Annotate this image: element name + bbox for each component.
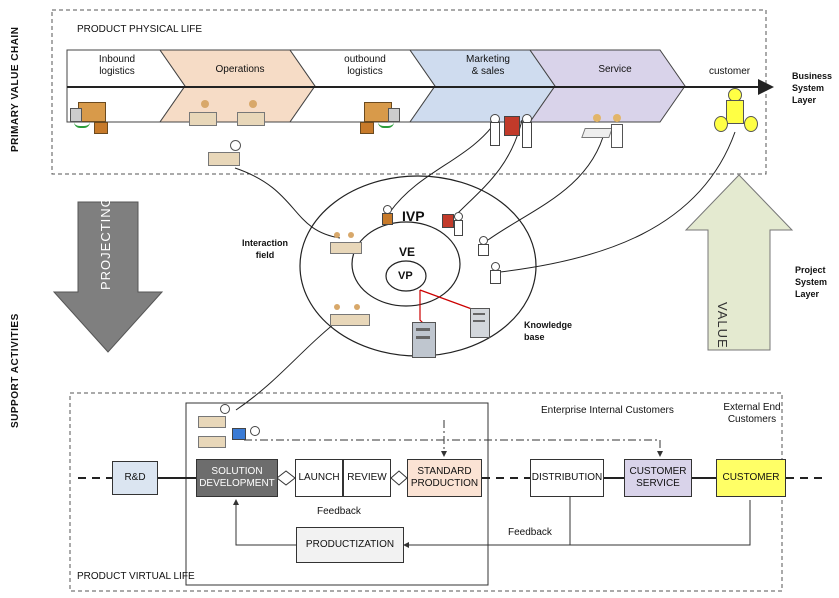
business-layer-label: Business System Layer	[792, 71, 833, 105]
solution-development-box: SOLUTION DEVELOPMENT	[196, 459, 278, 497]
feedback-line-1	[233, 499, 296, 546]
link-service	[487, 129, 606, 241]
stage-outbound-label: outbound logistics	[344, 54, 386, 77]
customer-money-icon	[712, 88, 760, 136]
ivp-label: IVP	[402, 208, 425, 224]
customer-box: CUSTOMER	[716, 459, 786, 497]
sales-people-icon	[488, 112, 538, 152]
stage-operations-label: Operations	[215, 64, 265, 75]
projecting-text: PROJECTING	[98, 196, 113, 290]
link-operations	[234, 167, 341, 239]
presenter-icon	[442, 210, 466, 236]
meeting-icon-2	[326, 300, 376, 334]
standard-production-box: STANDARD PRODUCTION	[407, 459, 482, 497]
stage-service-label: Service	[598, 64, 632, 75]
diamond-1	[276, 470, 296, 486]
service-workers-icon	[581, 112, 633, 148]
stage-marketing-label: Marketing & sales	[466, 54, 510, 77]
virtual-life-title: PRODUCT VIRTUAL LIFE	[77, 571, 195, 582]
virtual-team-icon	[196, 404, 266, 450]
interaction-field-label: Interaction field	[241, 238, 288, 260]
operations-workers-icon	[185, 98, 275, 138]
link-virtual	[235, 314, 346, 411]
value-text: VALUE	[715, 302, 730, 349]
truck-inbound-icon	[70, 102, 110, 134]
launch-box: LAUNCH	[295, 459, 343, 497]
worker-desk-icon	[208, 140, 248, 168]
service-person-small-icon	[476, 236, 490, 256]
customer-service-box: CUSTOMER SERVICE	[624, 459, 692, 497]
feedback-line-2	[403, 500, 751, 548]
ve-label: VE	[399, 245, 416, 259]
sales-person-small-icon	[380, 205, 394, 225]
feedback-label-2: Feedback	[508, 527, 552, 538]
customer-label: customer	[709, 66, 751, 77]
value-arrow	[684, 174, 794, 351]
stage-inbound-label: Inbound logistics	[98, 54, 136, 77]
physical-life-frame	[51, 9, 767, 175]
rd-box: R&D	[112, 461, 158, 495]
review-box: REVIEW	[343, 459, 391, 497]
database-icon	[470, 308, 492, 338]
projecting-arrow	[52, 201, 164, 353]
external-customers-label: External End Customers	[723, 402, 781, 425]
knowledge-base-label: Knowledge base	[524, 320, 573, 342]
vp-circle	[385, 260, 427, 292]
project-layer-label: Project System Layer	[795, 265, 828, 299]
link-customer	[499, 131, 736, 273]
enterprise-frame	[185, 402, 489, 586]
meeting-icon	[326, 228, 370, 262]
distribution-box: DISTRIBUTION	[530, 459, 604, 497]
enterprise-customers-label: Enterprise Internal Customers	[541, 405, 674, 416]
productization-box: PRODUCTIZATION	[296, 527, 404, 563]
link-marketing-1	[389, 119, 498, 213]
dashdot-line	[244, 439, 663, 457]
feedback-label-1: Feedback	[317, 506, 361, 517]
vp-label: VP	[398, 270, 413, 282]
truck-outbound-icon	[360, 102, 404, 134]
physical-life-title: PRODUCT PHYSICAL LIFE	[77, 24, 203, 35]
diamond-2	[390, 470, 408, 486]
customer-small-icon	[488, 262, 502, 284]
server-icon	[412, 322, 438, 358]
